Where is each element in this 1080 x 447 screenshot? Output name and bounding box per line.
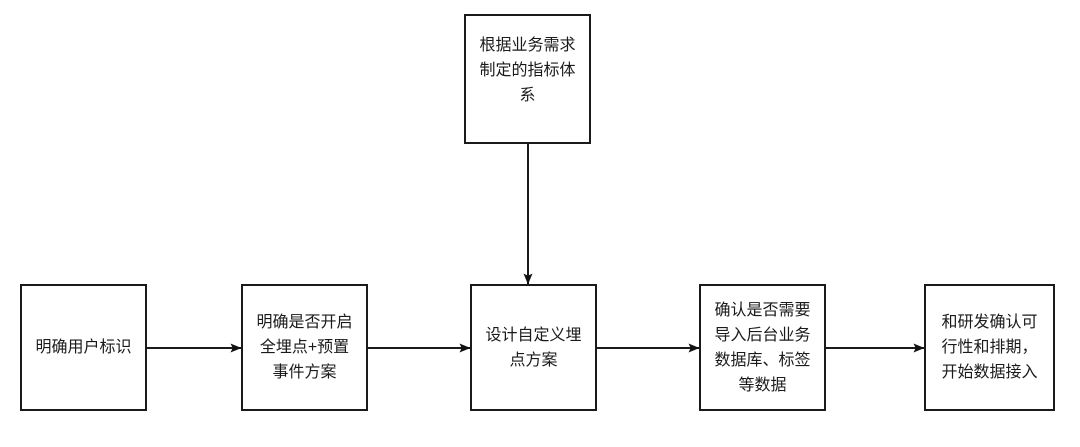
node-metrics-system[interactable]: 根据业务需求 制定的指标体 系 — [464, 14, 591, 144]
node-label-dev-confirm: 和研发确认可 行性和排期， 开始数据接入 — [941, 314, 1038, 381]
node-import-data[interactable]: 确认是否需要 导入后台业务 数据库、标签 等数据 — [699, 284, 826, 411]
node-custom-track[interactable]: 设计自定义埋 点方案 — [470, 284, 597, 411]
node-dev-confirm[interactable]: 和研发确认可 行性和排期， 开始数据接入 — [924, 284, 1055, 411]
node-label-import-data: 确认是否需要 导入后台业务 数据库、标签 等数据 — [714, 301, 811, 394]
node-label-auto-track: 明确是否开启 全埋点+预置 事件方案 — [256, 314, 353, 381]
node-auto-track[interactable]: 明确是否开启 全埋点+预置 事件方案 — [241, 284, 368, 411]
node-user-id[interactable]: 明确用户标识 — [20, 284, 147, 411]
node-label-metrics-system: 根据业务需求 制定的指标体 系 — [479, 37, 576, 104]
node-label-custom-track: 设计自定义埋 点方案 — [485, 326, 582, 369]
node-label-user-id: 明确用户标识 — [35, 339, 132, 356]
